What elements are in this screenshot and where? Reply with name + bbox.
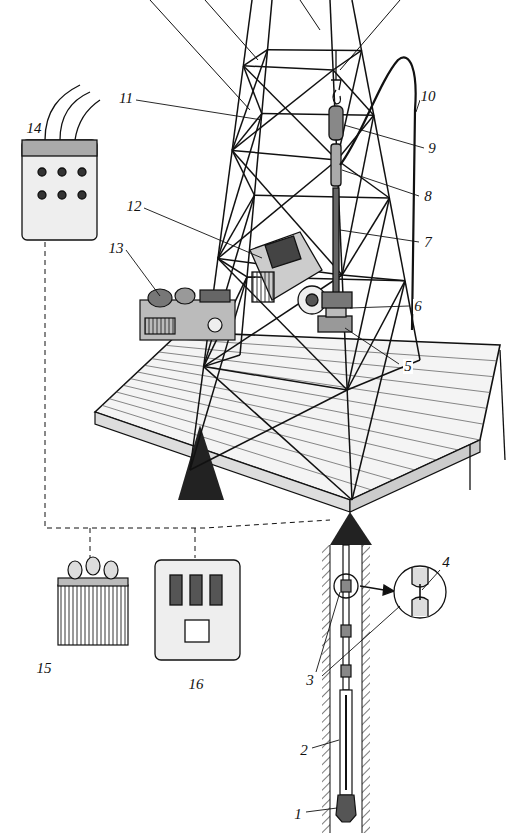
borehole — [322, 545, 370, 833]
stroke — [337, 50, 361, 160]
stroke — [130, 379, 458, 450]
callout-number: 8 — [423, 189, 433, 204]
callout-number: 7 — [423, 235, 433, 250]
stroke — [102, 405, 372, 490]
stroke — [232, 150, 337, 160]
callout-number: 9 — [427, 141, 437, 156]
stroke — [123, 385, 436, 460]
cable-line — [45, 242, 330, 528]
stroke — [337, 160, 389, 198]
callout-number: 16 — [188, 677, 205, 692]
drill-string — [336, 545, 356, 822]
stroke — [218, 195, 255, 258]
stroke — [333, 50, 361, 70]
pump-unit — [140, 288, 235, 340]
callout-number: 11 — [118, 91, 134, 106]
callout-number: 13 — [108, 241, 125, 256]
stroke — [347, 198, 389, 390]
stroke — [204, 367, 348, 390]
stroke — [342, 275, 405, 281]
control-panel — [22, 85, 100, 240]
stroke — [190, 390, 347, 470]
callout-number: 3 — [305, 673, 315, 688]
callout-number: 5 — [403, 359, 413, 374]
callout-number: 12 — [126, 199, 143, 214]
leader-line — [126, 100, 440, 812]
transformer — [58, 557, 128, 645]
stroke — [232, 150, 342, 275]
stroke — [232, 50, 267, 151]
callout-number: 4 — [441, 555, 451, 570]
hoist-assembly — [318, 50, 416, 332]
stroke — [352, 281, 405, 500]
callout-number: 15 — [36, 661, 53, 676]
callout-number: 6 — [413, 299, 423, 314]
callout-number: 10 — [420, 89, 437, 104]
callout-number: 1 — [293, 807, 303, 822]
stroke — [268, 49, 362, 51]
guy-rope — [150, 0, 400, 110]
cable-line — [90, 528, 91, 560]
stroke — [243, 66, 333, 70]
callout-number: 2 — [299, 743, 309, 758]
stroke — [218, 114, 262, 259]
detail-magnifier — [334, 566, 446, 618]
callout-number: 14 — [26, 121, 43, 136]
stroke — [204, 367, 352, 500]
derrick — [190, 0, 420, 500]
stroke — [145, 365, 484, 424]
stroke — [342, 115, 374, 275]
drawworks — [250, 232, 352, 314]
stroke — [352, 0, 420, 360]
deck-support — [330, 512, 372, 545]
cable-line — [195, 528, 196, 558]
platform-deck — [95, 332, 505, 512]
stroke — [232, 70, 333, 150]
logging-station — [155, 560, 240, 660]
stroke — [330, 0, 352, 500]
stroke — [173, 339, 497, 361]
deck-support — [178, 425, 224, 500]
